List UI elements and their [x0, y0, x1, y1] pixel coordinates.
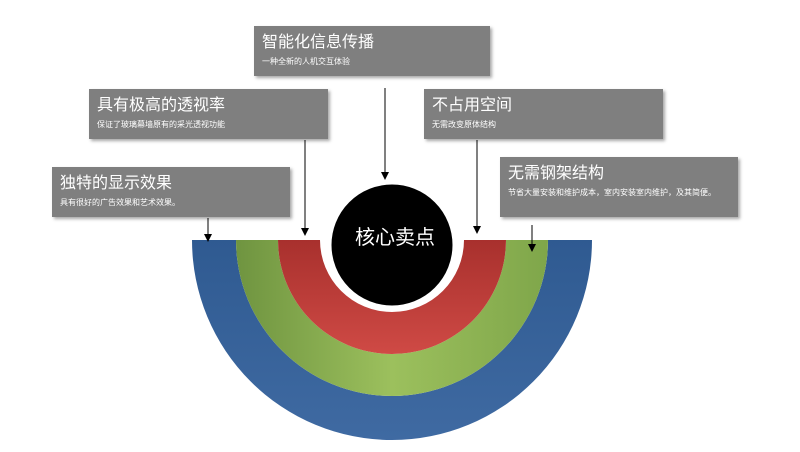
feature-box-smart-info: 智能化信息传播 一种全新的人机交互体验 — [254, 26, 490, 76]
inner-ring — [278, 240, 506, 354]
feature-title: 具有极高的透视率 — [97, 95, 226, 114]
middle-ring — [236, 240, 548, 396]
feature-title: 不占用空间 — [432, 95, 513, 114]
center-circle — [326, 179, 458, 311]
feature-box-display-effect: 独特的显示效果 具有很好的广告效果和艺术效果。 — [52, 167, 290, 217]
feature-desc: 无需改变原体结构 — [432, 120, 496, 129]
feature-title: 无需钢架结构 — [508, 163, 605, 182]
feature-desc: 保证了玻璃幕墙原有的采光透视功能 — [97, 120, 225, 129]
feature-desc: 一种全新的人机交互体验 — [262, 57, 350, 66]
feature-box-no-space: 不占用空间 无需改变原体结构 — [424, 89, 663, 139]
feature-desc: 具有很好的广告效果和艺术效果。 — [60, 198, 180, 207]
outer-ring — [192, 240, 592, 440]
feature-box-transparency: 具有极高的透视率 保证了玻璃幕墙原有的采光透视功能 — [89, 89, 328, 139]
center-label: 核心卖点 — [355, 225, 435, 249]
feature-title: 独特的显示效果 — [60, 173, 173, 192]
feature-box-no-steel-frame: 无需钢架结构 节省大量安装和维护成本，室内安装室内维护，及其简便。 — [500, 157, 738, 217]
feature-desc: 节省大量安装和维护成本，室内安装室内维护，及其简便。 — [508, 188, 716, 197]
feature-title: 智能化信息传播 — [262, 32, 375, 51]
